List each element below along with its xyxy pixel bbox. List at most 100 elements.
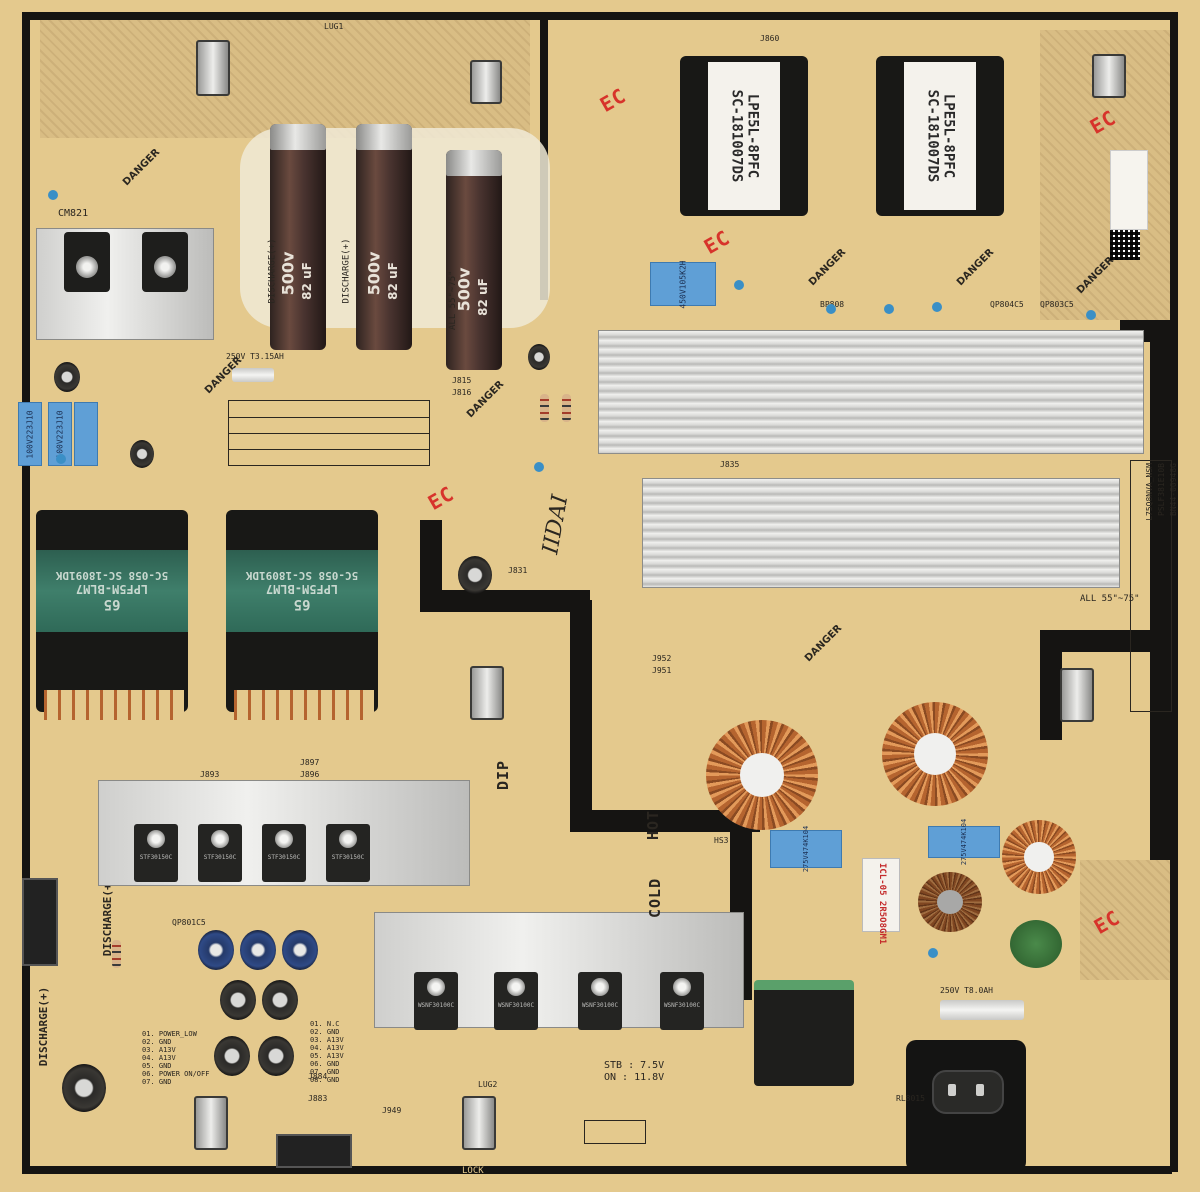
relay-rl8015 [754,980,854,1086]
trace-step-top [540,12,548,42]
model-table-right-col-1: L75Q8NVA_NSM [1145,463,1154,521]
ac-inlet-cn8013[interactable] [906,1040,1026,1172]
lug-mid-left [470,666,504,720]
pin-cn804-2: 02. GND [142,1038,172,1046]
ceramic-cap-1 [48,190,58,200]
model-table-rule-2 [229,433,429,434]
mosfet-dm854c-part: WSNF30100C [417,1002,455,1009]
small-cap-2 [262,980,298,1020]
screw-icon [76,256,98,278]
film-cap-450v: 450V105K2H [650,260,716,308]
ec-mark-1: EC [595,83,631,117]
ceramic-cap-3 [826,304,836,314]
ref-j952: J952 [652,654,672,663]
fuse-fm8013 [232,368,274,382]
connector-cn801[interactable] [22,878,58,966]
main-transformer-2-code: 5C-058 SC-18091DK [245,569,359,583]
pin-cn803-6: 06. GND [310,1060,340,1068]
cap-top-3 [446,150,502,176]
pin-cn804-5: 05. GND [142,1062,172,1070]
ref-br1: RL8015 [896,1094,925,1103]
mosfet-screw-icon [211,830,229,848]
small-cap-6 [458,556,492,594]
pin-cn803-1: 01. N.C [310,1020,340,1028]
ref-j835: J835 [720,460,740,469]
main-transformer-2-band: 65 LPF5M-BLM7 5C-058 SC-18091DK [226,550,378,632]
trace-outline-top [22,12,547,20]
x-capacitor-1: 275V474K104 [770,826,842,872]
main-transformer-1: 65 LPF5M-BLM7 5C-058 SC-18091DK [36,510,188,712]
pfc-transformer-1-code: SC-181007DS [728,89,744,183]
pin-cn803-7: 07. GND [310,1068,340,1076]
transistor-top-left-2 [142,232,188,292]
ceramic-cap-4 [884,304,894,314]
trace-hot-cold-1 [420,520,442,600]
cold-label: COLD [646,877,664,918]
mosfet-dm862c-part: STF30150C [139,854,173,861]
small-cap-8 [54,362,80,392]
main-transformer-1-band: 65 LPF5M-BLM7 5C-058 SC-18091DK [36,550,188,632]
cap-3-uf: 82 uF [475,278,490,316]
pin-cn803-8: 08. GND [310,1076,340,1084]
film-cap-left-1: 100V223J10 [18,402,42,466]
pfc-transformer-1: LPE5L-8PFC SC-181007DS [680,56,808,216]
trace-hot-cold-4 [570,810,760,832]
ref-j883: J883 [308,1094,328,1103]
toroid-choke-2 [882,702,988,806]
dip-label: DIP [494,759,512,790]
pfc-transformer-2-model: LPE5L-8PFC [940,93,956,179]
ceramic-cap-6 [1086,310,1096,320]
fuse-fp8013 [940,1000,1024,1020]
film-cap-left-2-text: 100V223J10 [55,409,65,459]
trace-hot-cold-3 [570,600,592,820]
trace-outline-left [22,12,30,1172]
pin-cn804-1: 01. POWER_LOW [142,1030,197,1038]
mosfet-dm861c-part: STF30150C [267,854,301,861]
connector-cn804[interactable] [584,1120,646,1144]
main-transformer-1-num: 65 [103,596,121,613]
heatsink-hs2 [598,330,1144,454]
lug-top-center [470,60,502,104]
lug-bottom-left [194,1096,228,1150]
discharge-label-2: DISCHARGE(+) [341,238,352,304]
hatch-zone-bottom-right [1080,860,1170,980]
toroid-choke-4 [918,872,982,932]
ceramic-cap-5 [932,302,942,312]
model-table-right-col-3: BN44-00948G [1169,463,1178,516]
ref-j896: J896 [300,770,320,779]
mosfet-dm864c: STF30150C [198,824,242,882]
ref-j816: J816 [452,388,472,397]
ref-j951: J951 [652,666,672,675]
cap-1-value: 500v [278,251,298,296]
pfc-transformer-1-text: LPE5L-8PFC SC-181007DS [728,90,760,183]
pin-cn804-7: 07. GND [142,1078,172,1086]
connector-cn803[interactable] [276,1134,352,1168]
resistor-3 [112,940,121,968]
pfc-transformer-1-model: LPE5L-8PFC [744,93,760,179]
trace-right-jog-2 [1040,630,1062,740]
bulk-capacitor-1: 500v 82 uF [270,124,326,350]
mosfet-screw-icon [275,830,293,848]
mosfet-dm852c: WSNF30100C [578,972,622,1030]
ceramic-cap-8 [56,454,66,464]
small-cap-blue-2 [240,930,276,970]
ref-j831: J831 [508,566,528,575]
hatch-zone-top-left [40,18,530,138]
transformer-2-windings [234,690,374,720]
main-transformer-2-num: 65 [293,596,311,613]
ceramic-cap-9 [928,948,938,958]
on-label: ON : 11.8V [604,1072,665,1083]
mosfet-dm854c: WSNF30100C [414,972,458,1030]
model-table-center [228,400,430,466]
qr-code [1110,230,1140,260]
cap-1-uf: 82 uF [299,262,314,300]
bulk-capacitor-2: 500v 82 uF [356,124,412,350]
small-cap-5 [62,1064,106,1112]
trace-outline-bottom [22,1166,1172,1174]
pin-cn804-4: 04. A13V [142,1054,176,1062]
small-cap-blue-1 [198,930,234,970]
ref-qp803c5: QP804C5 [990,300,1024,309]
ref-lug1: LUG1 [324,22,344,31]
main-transformer-2-model: LPF5M-BLM7 [265,582,339,597]
bulk-capacitor-3: 500v 82 uF [446,150,502,370]
